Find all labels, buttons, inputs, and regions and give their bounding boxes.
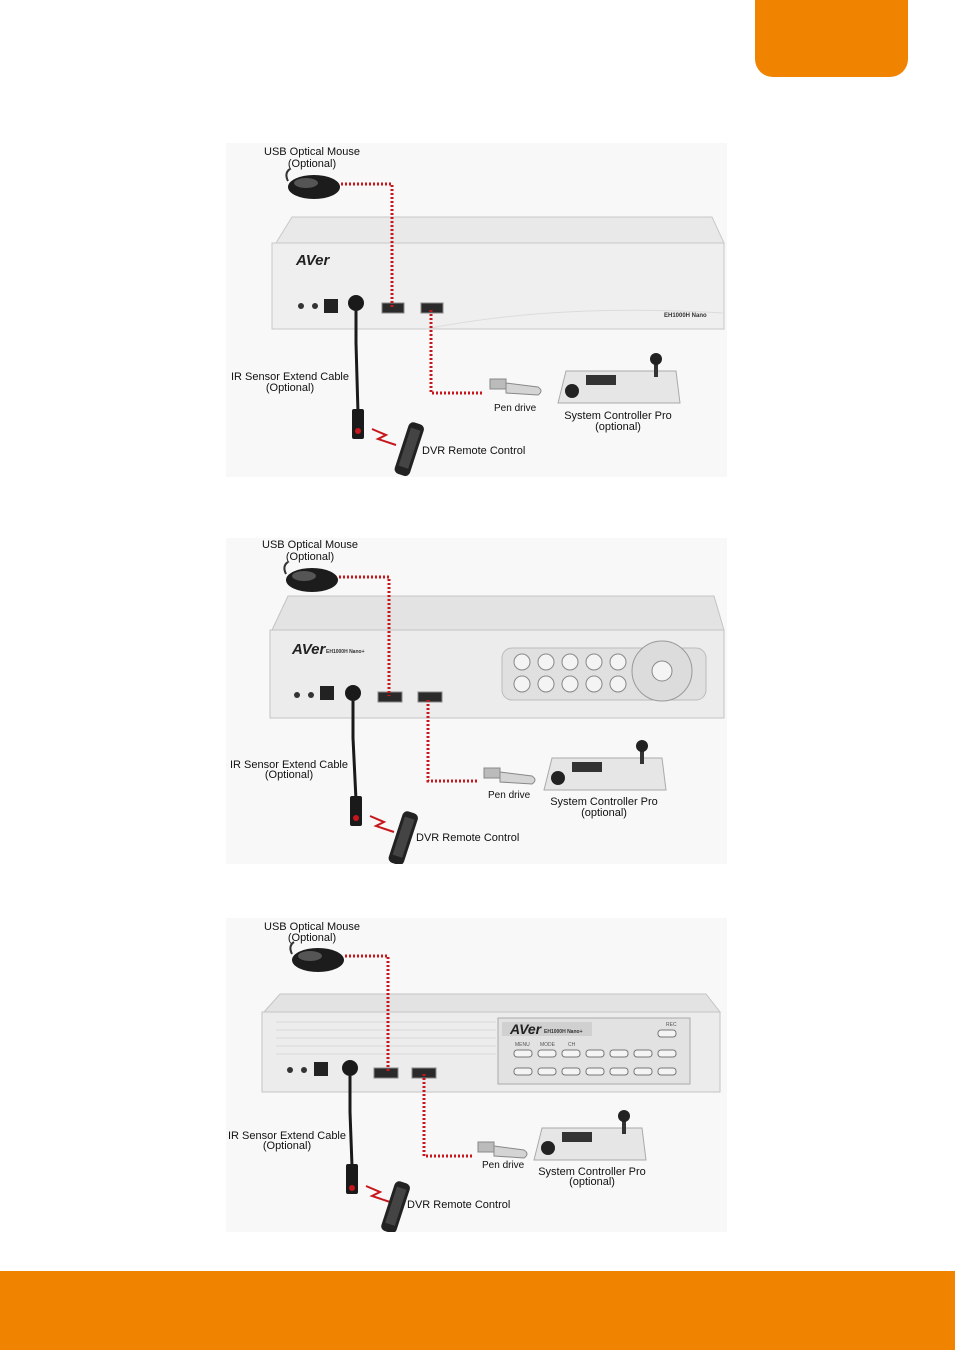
system-controller-icon xyxy=(543,740,667,791)
svg-text:CH: CH xyxy=(568,1042,576,1048)
remote-label: DVR Remote Control xyxy=(422,445,525,457)
diagram-panel-2: USB Optical Mouse (Optional) AVer EH1000… xyxy=(226,538,727,864)
controller-label: System Controller Pro xyxy=(550,796,658,808)
svg-text:MODE: MODE xyxy=(540,1042,556,1048)
usb-mouse-sublabel: (Optional) xyxy=(286,551,334,563)
rec-key-label: REC xyxy=(666,1022,677,1028)
usb-cable xyxy=(426,700,478,783)
controller-sublabel: (optional) xyxy=(569,1176,615,1188)
system-controller-icon xyxy=(533,1110,647,1161)
model-label: EH1000H Nano xyxy=(664,313,707,319)
ir-cable-label: IR Sensor Extend Cable xyxy=(230,759,348,771)
ir-signal-icon xyxy=(369,815,395,833)
usb-mouse-icon xyxy=(289,941,344,972)
remote-label: DVR Remote Control xyxy=(416,832,519,844)
usb-mouse-icon xyxy=(283,561,338,592)
brand-logo: AVer xyxy=(295,252,331,269)
ir-cable-label: IR Sensor Extend Cable xyxy=(231,371,349,383)
pen-drive-icon xyxy=(489,378,542,396)
system-controller-icon xyxy=(557,353,681,404)
usb-mouse-label: USB Optical Mouse xyxy=(262,539,358,551)
usb-cable xyxy=(422,1074,474,1158)
mouse-cable xyxy=(341,182,394,307)
ir-cable-label: IR Sensor Extend Cable xyxy=(228,1130,346,1142)
remote-control-icon xyxy=(394,422,424,477)
usb-mouse-sublabel: (Optional) xyxy=(288,932,336,944)
controller-sublabel: (optional) xyxy=(581,807,627,819)
model-label: EH1000H Nano+ xyxy=(544,1029,583,1035)
diagram-panel-1: USB Optical Mouse (Optional) AVer EH1000… xyxy=(226,143,727,477)
model-label: EH1000H Nano+ xyxy=(326,649,365,655)
controller-label: System Controller Pro xyxy=(564,410,672,422)
front-keypad-row-2 xyxy=(513,1067,677,1076)
remote-control-icon xyxy=(388,811,418,864)
chapter-tab xyxy=(755,0,908,77)
ir-cable-sublabel: (Optional) xyxy=(263,1140,311,1152)
controller-label: System Controller Pro xyxy=(538,1166,646,1178)
ir-cable-sublabel: (Optional) xyxy=(266,382,314,394)
remote-control-icon xyxy=(381,1181,410,1232)
brand-logo: AVer xyxy=(291,641,327,658)
pen-drive-icon xyxy=(483,767,536,785)
svg-text:MENU: MENU xyxy=(515,1042,530,1048)
controller-sublabel: (optional) xyxy=(595,421,641,433)
dvr-unit: AVer EH1000H Nano+ REC MENU MODE CH xyxy=(261,993,722,1093)
usb-mouse-sublabel: (Optional) xyxy=(288,158,336,170)
brand-logo: AVer xyxy=(509,1021,543,1037)
pen-drive-label: Pen drive xyxy=(488,790,531,801)
ir-cable xyxy=(348,1076,354,1167)
ir-signal-icon xyxy=(365,1185,391,1203)
dvr-unit: AVer EH1000H Nano+ xyxy=(269,595,725,719)
remote-label: DVR Remote Control xyxy=(407,1199,510,1211)
ir-cable-sublabel: (Optional) xyxy=(265,769,313,781)
mouse-cable xyxy=(339,575,391,696)
usb-mouse-icon xyxy=(285,168,340,199)
pen-drive-label: Pen drive xyxy=(494,403,537,414)
pen-drive-label: Pen drive xyxy=(482,1160,525,1171)
page-footer-bar xyxy=(0,1271,955,1350)
usb-mouse-label: USB Optical Mouse xyxy=(264,146,360,158)
mouse-cable xyxy=(345,954,390,1072)
ir-cable xyxy=(351,701,358,801)
ir-cable xyxy=(354,311,360,414)
pen-drive-icon xyxy=(477,1141,528,1159)
diagram-panel-3: USB Optical Mouse (Optional) AVer EH1000… xyxy=(226,918,727,1232)
front-keypad xyxy=(513,653,627,693)
dvr-unit: AVer EH1000H Nano xyxy=(271,216,725,330)
front-keypad-row-1: MENU MODE CH xyxy=(513,1029,677,1058)
ir-signal-icon xyxy=(371,428,397,446)
usb-mouse-label: USB Optical Mouse xyxy=(264,921,360,933)
